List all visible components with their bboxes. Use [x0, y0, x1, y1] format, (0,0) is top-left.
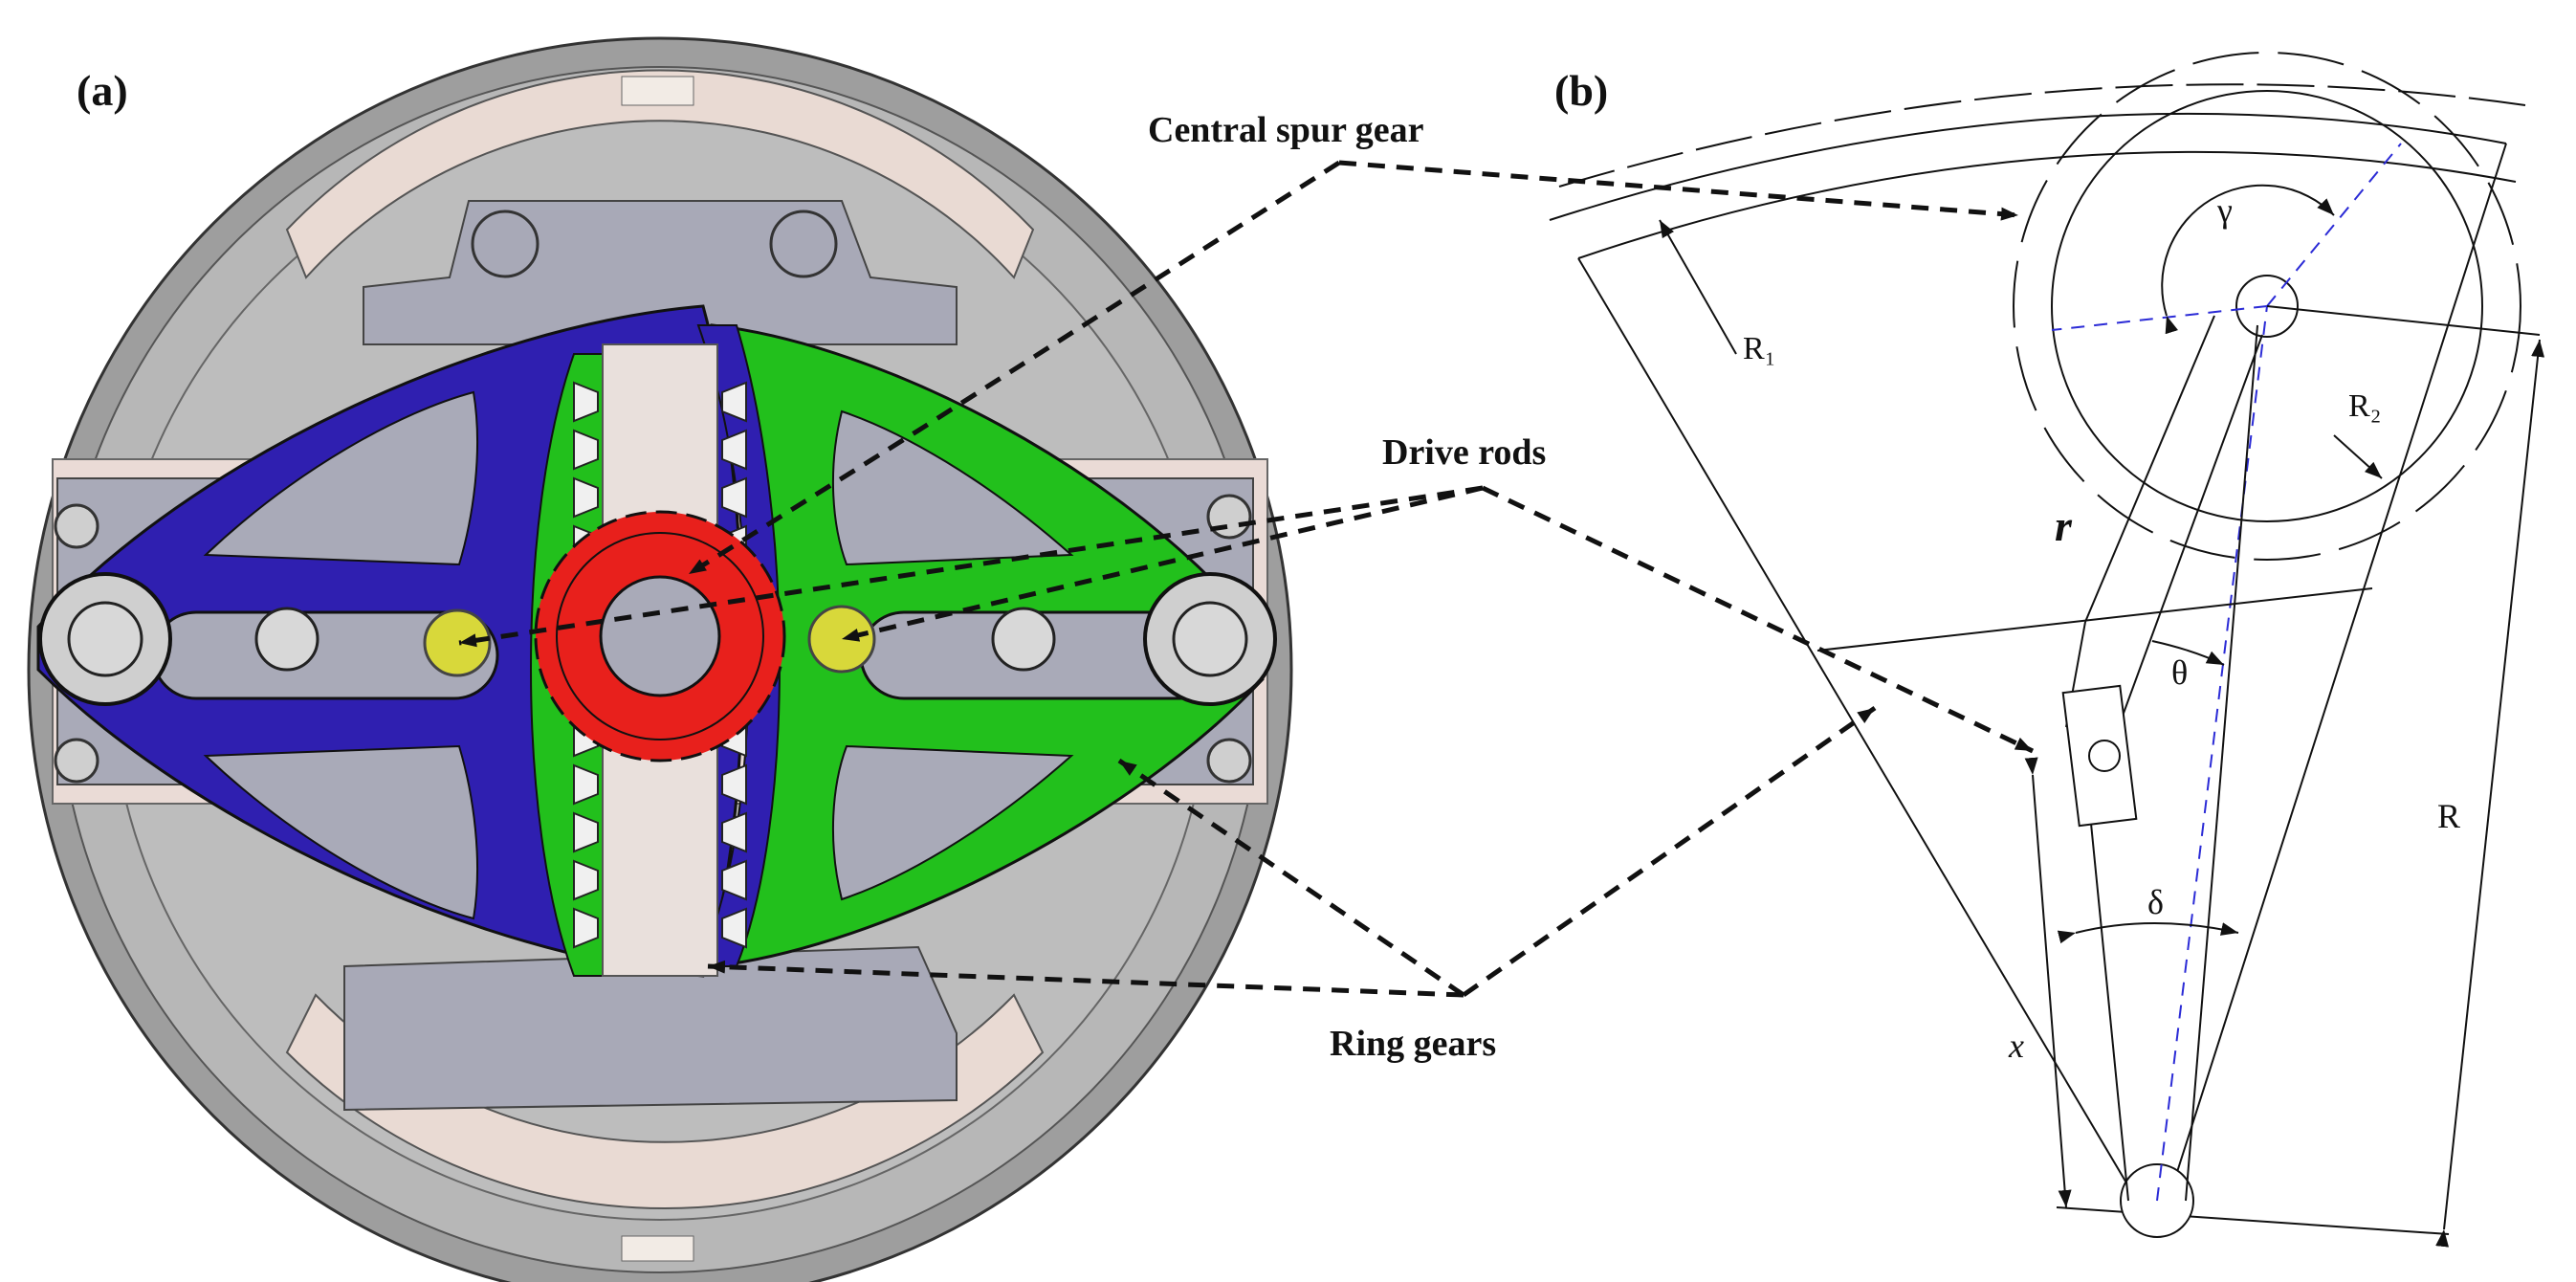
bolt-icon [991, 607, 1056, 672]
leader-drive-rods-left [458, 485, 1484, 648]
top-arc-slot [285, 69, 1035, 279]
outer-arc-dashed [1558, 83, 2526, 188]
left-ring-gear-cutout-top [203, 390, 479, 566]
panel-b-label: (b) [1554, 66, 1608, 115]
callout-central-spur-gear: Central spur gear [1148, 110, 1424, 150]
bolt-icon [1172, 601, 1248, 677]
symbol-delta: δ [2147, 883, 2164, 921]
symbol-theta: θ [2171, 653, 2188, 692]
dim-gamma-arc [2161, 184, 2335, 335]
right-ring-gear-cutout-top [831, 409, 1074, 566]
panel-a-cad-view [27, 36, 1293, 1282]
bolt-icon [67, 601, 143, 677]
guide-bolts [54, 494, 1252, 784]
base-line-left [2084, 764, 2129, 1202]
dim-R1 [1659, 219, 1737, 355]
bottom-notch [621, 1235, 694, 1262]
dim-theta-arc [2151, 640, 2225, 666]
symbol-r: r [2055, 501, 2073, 550]
leader-drive-rods-mid [841, 485, 1484, 642]
rod-line-right [2103, 334, 2263, 766]
slider-pin [2088, 740, 2121, 772]
pivot-bolts [38, 572, 1277, 706]
callout-leaders [458, 160, 2035, 998]
top-clamp-hole-left [471, 210, 539, 278]
top-tangent-line [2266, 305, 2541, 336]
symbol-R2: R₂ [2348, 388, 2382, 424]
central-gear-dashed-circle [2013, 52, 2521, 561]
dim-R2 [2333, 434, 2383, 479]
top-notch [621, 76, 694, 106]
callout-ring-gears: Ring gears [1330, 1024, 1496, 1064]
transverse-line [1816, 587, 2373, 652]
arc-R1 [1577, 150, 2517, 259]
rod-line-left [2084, 315, 2215, 623]
dim-delta-arc [2057, 922, 2239, 944]
panel-b-geometry [1549, 52, 2545, 1248]
leader-central-spur-gear-left [687, 160, 1341, 577]
dim-x [2024, 757, 2072, 1208]
bottom-arc-slot [285, 993, 1045, 1209]
central-gear-circle [2051, 90, 2483, 522]
leader-drive-rods-right [1481, 485, 2035, 754]
right-drive-rod-pin [807, 605, 876, 674]
bolt-icon [54, 738, 99, 784]
sector-bottom [2056, 1206, 2450, 1235]
left-drive-rod-pin [423, 608, 492, 677]
bolt-icon [254, 607, 319, 672]
blue-gamma-line [2051, 305, 2268, 331]
leader-ring-gears-left [707, 960, 1464, 998]
bottom-clamp-block [343, 945, 958, 1112]
outer-arc [1549, 112, 2507, 221]
left-ring-gear-cutout-bottom [203, 744, 479, 920]
leader-central-spur-gear-right [1338, 160, 2019, 221]
bolt-icon [1206, 738, 1252, 784]
right-ring-gear-cutout-bottom [831, 744, 1074, 901]
callout-drive-rods: Drive rods [1382, 432, 1546, 473]
symbol-R1: R₁ [1743, 331, 1776, 366]
base-line-right [2185, 324, 2258, 1202]
top-clamp-hole-right [769, 210, 838, 278]
sector-outline [1577, 143, 2507, 1222]
blue-center-line [2156, 305, 2268, 1202]
symbol-R: R [2437, 797, 2460, 835]
symbol-gamma: γ [2216, 191, 2233, 230]
blue-radius-line [2266, 143, 2402, 307]
leader-ring-gears-right [1462, 705, 1877, 998]
central-spur-gear-bore [599, 575, 721, 697]
leader-ring-gears-mid [1117, 758, 1465, 998]
bolt-icon [1206, 494, 1252, 540]
bolt-icon [54, 503, 99, 549]
panel-a-label: (a) [77, 66, 128, 115]
symbol-x: x [2008, 1027, 2024, 1065]
dim-R [2435, 339, 2545, 1248]
